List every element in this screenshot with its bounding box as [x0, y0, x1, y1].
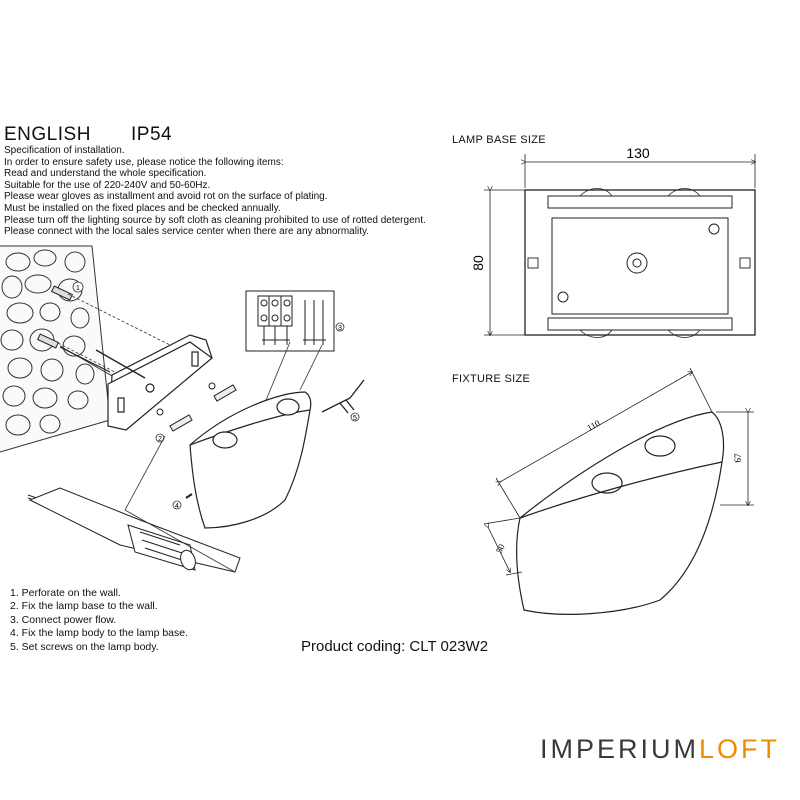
spec-line: Please wear gloves as installment and av… — [4, 191, 328, 203]
lamp-base-height: 80 — [470, 255, 486, 271]
step-item: 5. Set screws on the lamp body. — [10, 640, 159, 653]
allen-key — [321, 379, 365, 414]
callout-1-marker — [72, 281, 84, 293]
spec-line: Read and understand the whole specificat… — [4, 168, 207, 180]
screwdriver — [27, 487, 241, 573]
wire — [95, 349, 146, 379]
fixture-height: 67 — [733, 453, 743, 463]
brand-logo-part1: IMPERIUM — [540, 734, 699, 764]
lamp-base-drawing — [484, 154, 755, 338]
step-item: 1. Perforate on the wall. — [10, 587, 121, 599]
terminal-block-detail — [245, 290, 335, 352]
ip-rating: IP54 — [131, 124, 173, 145]
language-heading: ENGLISH — [4, 124, 91, 145]
installation-steps: 1. Perforate on the wall. 2. Fix the lam… — [10, 587, 188, 654]
lamp-base-width: 130 — [626, 145, 650, 161]
wall-plugs — [37, 285, 73, 349]
callout-3: 3 — [338, 325, 342, 332]
callout-2: 2 — [158, 436, 162, 443]
callout-5: 5 — [353, 415, 357, 422]
fixture-drawing — [515, 411, 725, 615]
spec-line: Suitable for the use of 220-240V and 50-… — [4, 179, 211, 191]
lamp-base-size-label: LAMP BASE SIZE — [452, 134, 546, 146]
stone-wall — [0, 245, 111, 453]
brand-logo: IMPERIUMLOFT — [540, 734, 780, 765]
step-item: 4. Fix the lamp body to the lamp base. — [10, 627, 189, 640]
mounting-plate — [107, 334, 213, 431]
fixture-length: 110 — [585, 418, 602, 433]
fixture-dimensions — [483, 367, 754, 576]
callout-4: 4 — [175, 503, 179, 510]
callout-1: 1 — [76, 285, 80, 292]
fixture-depth: 50 — [494, 542, 507, 555]
product-coding: Product coding: CLT 023W2 — [301, 638, 489, 655]
step-item: 3. Connect power flow. — [10, 613, 117, 626]
brand-logo-part2: LOFT — [699, 734, 781, 764]
spec-line: Specification of installation. — [4, 145, 125, 156]
step-item: 2. Fix the lamp base to the wall. — [10, 600, 158, 613]
pointer-line — [124, 435, 166, 511]
spec-line: Please turn off the lighting source by s… — [4, 214, 426, 226]
lamp-body-installation — [189, 391, 312, 529]
spec-line: In order to ensure safety use, please no… — [4, 156, 284, 168]
screws — [156, 382, 237, 432]
spec-line: Please connect with the local sales serv… — [4, 226, 370, 238]
specification-list: Specification of installation. In order … — [4, 145, 426, 238]
spec-line: Must be installed on the fixed places an… — [4, 202, 281, 214]
